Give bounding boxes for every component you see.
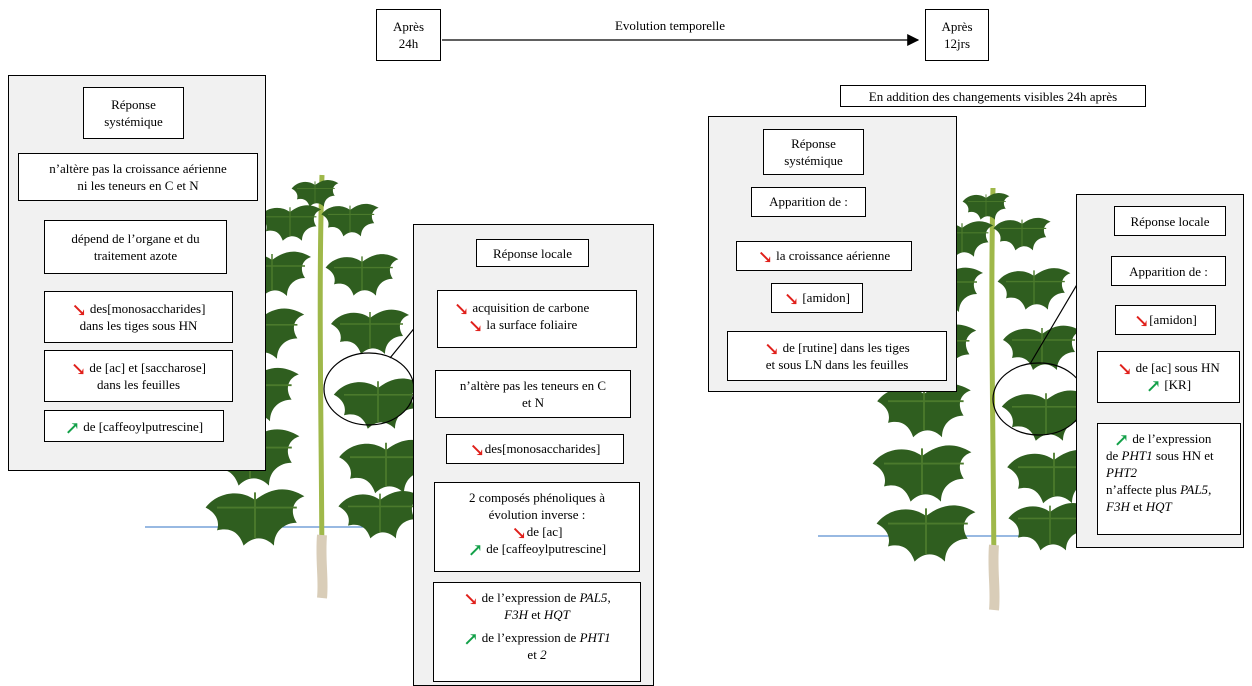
down-arrow-icon: ↘ bbox=[757, 247, 773, 268]
timeline-start-line1: Après bbox=[392, 19, 425, 34]
item-text: de bbox=[1106, 448, 1122, 464]
gene-name: PAL5 bbox=[579, 590, 608, 605]
left-local-item-2: n’altère pas les teneurs en C et N bbox=[435, 370, 631, 418]
left-local-title: Réponse locale bbox=[476, 239, 589, 267]
left-local-item-4: 2 composés phénoliques à évolution inver… bbox=[434, 482, 640, 572]
item-text: et bbox=[1129, 499, 1146, 515]
left-systemic-title: Réponse systémique bbox=[83, 87, 184, 139]
gene-name: PHT2 bbox=[1106, 465, 1138, 481]
item-text: de [ac] sous HN bbox=[1135, 360, 1220, 375]
right-local-item-3: ↗ de l’expression de PHT1 sous HN et PHT… bbox=[1097, 423, 1241, 535]
right-systemic-item-1: ↘ la croissance aérienne bbox=[736, 241, 912, 271]
down-arrow-icon: ↘ bbox=[71, 359, 87, 380]
down-arrow-icon: ↘ bbox=[1134, 311, 1150, 332]
item-text: de l’expression de bbox=[481, 630, 580, 646]
left-local-item-1: ↘ acquisition de carbone ↘ la surface fo… bbox=[437, 290, 637, 348]
left-local-item-5: ↘ de l’expression de PAL5, F3H et HQT ↗ … bbox=[433, 582, 641, 682]
down-arrow-icon: ↘ bbox=[468, 316, 484, 337]
item-text: des[monosaccharides] bbox=[89, 301, 206, 316]
item-text: [amidon] bbox=[1149, 312, 1197, 327]
item-text: 2 composés phénoliques à bbox=[468, 490, 606, 505]
left-local-item-3: ↘des[monosaccharides] bbox=[446, 434, 624, 464]
item-text: de l’expression de bbox=[481, 590, 580, 605]
timeline-start-box: Après 24h bbox=[376, 9, 441, 61]
right-systemic-appear: Apparition de : bbox=[751, 187, 866, 217]
right-systemic-item-2: ↘ [amidon] bbox=[771, 283, 863, 313]
item-text: , bbox=[607, 590, 611, 605]
timeline-end-box: Après 12jrs bbox=[925, 9, 989, 61]
up-arrow-icon: ↗ bbox=[467, 540, 483, 561]
down-arrow-icon: ↘ bbox=[784, 289, 800, 310]
addition-note: En addition des changements visibles 24h… bbox=[840, 85, 1146, 107]
item-text: ni les teneurs en C et N bbox=[77, 178, 199, 193]
item-text: n’altère pas la croissance aérienne bbox=[49, 161, 227, 176]
left-systemic-item-1: n’altère pas la croissance aérienne ni l… bbox=[18, 153, 258, 201]
item-text: et bbox=[527, 647, 541, 663]
left-systemic-item-2: dépend de l’organe et du traitement azot… bbox=[44, 220, 227, 274]
item-text: sous HN et bbox=[1152, 448, 1214, 464]
item-text: traitement azote bbox=[93, 248, 178, 263]
timeline-start-line2: 24h bbox=[398, 36, 419, 51]
gene-name: PAL5 bbox=[1180, 482, 1209, 498]
item-text: acquisition de carbone bbox=[472, 300, 590, 315]
item-text: n’altère pas les teneurs en C bbox=[459, 378, 607, 393]
item-text: [amidon] bbox=[802, 290, 850, 305]
left-systemic-item-4: ↘ de [ac] et [saccharose] dans les feuil… bbox=[44, 350, 233, 402]
gene-name: 2 bbox=[540, 647, 547, 663]
item-text: dans les feuilles bbox=[96, 377, 181, 393]
up-arrow-icon: ↗ bbox=[463, 629, 479, 650]
right-local-title: Réponse locale bbox=[1114, 206, 1226, 236]
timeline-end-line1: Après bbox=[941, 19, 973, 34]
timeline-end-line2: 12jrs bbox=[944, 36, 970, 51]
gene-name: PHT1 bbox=[1121, 448, 1153, 464]
item-text: et N bbox=[521, 395, 545, 410]
item-text: la surface foliaire bbox=[486, 317, 578, 333]
item-text: de [ac] et [saccharose] bbox=[89, 360, 206, 375]
right-systemic-title-l1: Réponse bbox=[791, 136, 836, 151]
down-arrow-icon: ↘ bbox=[764, 339, 780, 360]
down-arrow-icon: ↘ bbox=[469, 440, 485, 461]
left-systemic-title-l1: Réponse bbox=[111, 97, 156, 112]
up-arrow-icon: ↗ bbox=[64, 418, 80, 439]
gene-name: F3H bbox=[504, 607, 528, 623]
left-systemic-title-l2: systémique bbox=[104, 114, 163, 129]
up-arrow-icon: ↗ bbox=[1114, 430, 1130, 451]
item-text: dans les tiges sous HN bbox=[79, 318, 198, 334]
left-systemic-item-5: ↗ de [caffeoylputrescine] bbox=[44, 410, 224, 442]
right-local-item-2: ↘ de [ac] sous HN ↗ [KR] bbox=[1097, 351, 1240, 403]
gene-name: PHT1 bbox=[579, 630, 611, 646]
down-arrow-icon: ↘ bbox=[511, 523, 527, 544]
right-systemic-title-l2: systémique bbox=[784, 153, 843, 168]
right-systemic-title: Réponse systémique bbox=[763, 129, 864, 175]
item-text: de [rutine] dans les tiges bbox=[782, 340, 910, 355]
gene-name: HQT bbox=[1145, 499, 1172, 515]
item-text: évolution inverse : bbox=[488, 507, 586, 522]
item-text: [KR] bbox=[1164, 377, 1192, 393]
down-arrow-icon: ↘ bbox=[71, 300, 87, 321]
gene-name: F3H bbox=[1106, 499, 1130, 515]
item-text: de [caffeoylputrescine] bbox=[83, 419, 204, 434]
item-text: des[monosaccharides] bbox=[484, 441, 601, 456]
down-arrow-icon: ↘ bbox=[454, 299, 470, 320]
item-text: de [caffeoylputrescine] bbox=[486, 541, 607, 557]
right-systemic-item-3: ↘ de [rutine] dans les tiges et sous LN … bbox=[727, 331, 947, 381]
item-text: et sous LN dans les feuilles bbox=[765, 357, 909, 373]
item-text: et bbox=[527, 607, 544, 623]
down-arrow-icon: ↘ bbox=[463, 589, 479, 610]
up-arrow-icon: ↗ bbox=[1145, 376, 1162, 397]
right-local-appear: Apparition de : bbox=[1111, 256, 1226, 286]
item-text: dépend de l’organe et du bbox=[71, 231, 200, 246]
right-local-item-1: ↘[amidon] bbox=[1115, 305, 1216, 335]
item-text: de l’expression bbox=[1132, 431, 1212, 446]
timeline-label: Evolution temporelle bbox=[614, 18, 726, 33]
item-text: n’affecte plus bbox=[1106, 482, 1181, 498]
item-text: la croissance aérienne bbox=[776, 248, 891, 263]
down-arrow-icon: ↘ bbox=[1117, 359, 1133, 380]
item-text: de [ac] bbox=[526, 524, 563, 539]
left-systemic-item-3: ↘ des[monosaccharides] dans les tiges so… bbox=[44, 291, 233, 343]
gene-name: HQT bbox=[543, 607, 570, 623]
